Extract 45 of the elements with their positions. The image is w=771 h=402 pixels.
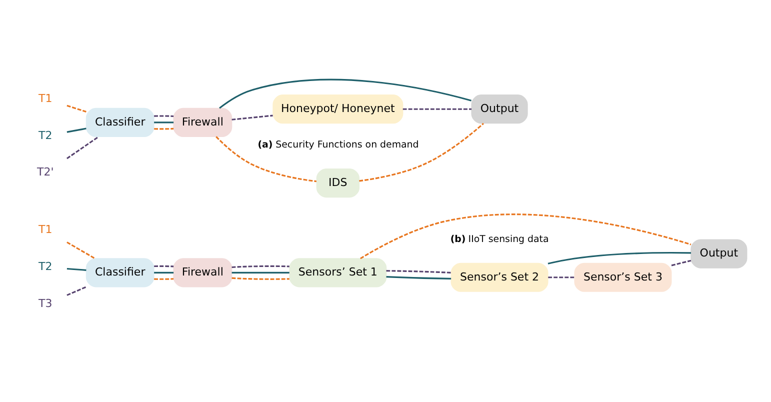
connector bbox=[359, 122, 484, 182]
node-text: T2' bbox=[37, 165, 54, 178]
node-box: Classifier bbox=[86, 258, 154, 287]
node-box: Honeypot/ Honeynet bbox=[272, 94, 404, 124]
node-text: T1 bbox=[38, 91, 52, 104]
connector bbox=[402, 108, 472, 110]
connector bbox=[66, 127, 86, 132]
connector bbox=[154, 278, 174, 280]
connector bbox=[154, 114, 174, 117]
connector bbox=[671, 259, 692, 266]
connector bbox=[232, 114, 273, 120]
connector bbox=[548, 276, 574, 278]
node-box: Sensors’ Set 1 bbox=[289, 258, 387, 287]
connector bbox=[154, 271, 174, 273]
connector bbox=[66, 136, 99, 159]
node-text: T2 bbox=[38, 260, 52, 273]
node-text: T2 bbox=[38, 128, 52, 142]
node-box: Output bbox=[690, 238, 748, 268]
connector bbox=[66, 241, 96, 259]
node-box: Firewall bbox=[173, 107, 232, 137]
connector bbox=[232, 271, 290, 273]
node-box: Sensor’s Set 3 bbox=[574, 262, 672, 292]
connector bbox=[154, 127, 174, 130]
label: (a) Security Functions on demand bbox=[258, 139, 419, 150]
node-box: Sensor’s Set 2 bbox=[450, 262, 548, 292]
connector bbox=[219, 78, 472, 108]
connector bbox=[66, 286, 86, 296]
node-text: T3 bbox=[38, 296, 52, 310]
connector bbox=[386, 276, 452, 279]
connector bbox=[216, 136, 317, 182]
node-text: T1 bbox=[38, 222, 52, 236]
connector bbox=[386, 270, 452, 273]
connector bbox=[66, 104, 86, 112]
node-box: Classifier bbox=[86, 107, 154, 137]
connector bbox=[360, 213, 692, 259]
connector bbox=[232, 264, 290, 268]
label: (b) IIoT sensing data bbox=[450, 234, 549, 245]
node-box: Output bbox=[471, 94, 528, 124]
connector bbox=[232, 276, 290, 280]
connector bbox=[154, 121, 174, 123]
connector bbox=[154, 264, 174, 267]
connector bbox=[66, 267, 86, 270]
node-box: Firewall bbox=[173, 258, 232, 287]
node-box: IDS bbox=[316, 168, 360, 198]
connector bbox=[548, 252, 691, 264]
